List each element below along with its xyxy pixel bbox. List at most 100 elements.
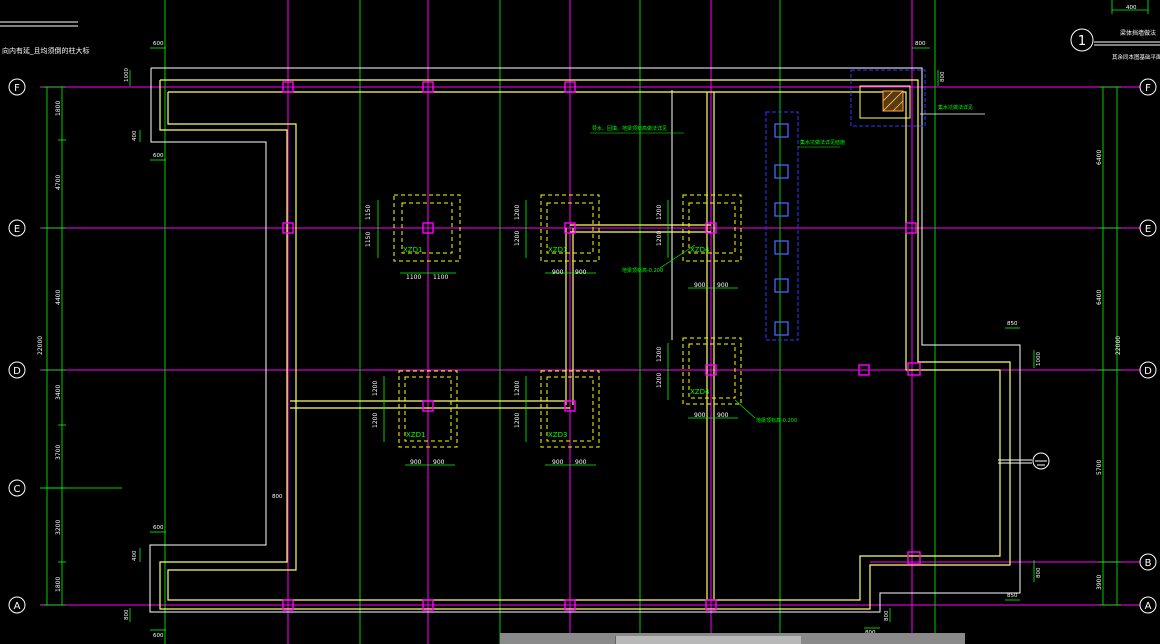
dim-text: 800 xyxy=(884,610,890,621)
dim-text: 1200 xyxy=(514,413,521,428)
dim-text: 800 xyxy=(940,71,946,82)
column xyxy=(422,222,434,234)
dim-text: 600 xyxy=(153,41,164,47)
dim-text: 900 xyxy=(717,282,729,289)
footing-inner xyxy=(546,376,594,442)
section-note: 梁体挡墙做法 xyxy=(1120,29,1156,37)
dim-text: 850 xyxy=(1007,593,1018,599)
grid-lines xyxy=(40,0,1140,644)
pit xyxy=(774,240,789,255)
footing-label: XZD4 xyxy=(690,246,710,254)
dim-text: 1200 xyxy=(514,205,521,220)
column xyxy=(905,222,917,234)
wall-outer xyxy=(159,79,1011,610)
walls xyxy=(159,79,1011,610)
footing-label: XZD1 xyxy=(406,431,425,439)
section-note: 其余同本图基础平面 xyxy=(1112,53,1160,61)
axis-label-E-right: E xyxy=(1145,224,1151,235)
annotation-note: 集水坑做法详见结施 xyxy=(800,139,845,146)
dim-seg: 3700 xyxy=(55,445,62,460)
dim-seg: 6400 xyxy=(1096,290,1103,305)
pit xyxy=(774,321,789,336)
cut-circle xyxy=(1032,452,1050,470)
footing-outer xyxy=(398,370,458,448)
axis-label-F-right: F xyxy=(1145,83,1151,94)
sump-inner xyxy=(859,85,911,119)
dim-text: 800 xyxy=(1036,567,1042,578)
pit-group-box xyxy=(765,111,799,341)
outer-boundary xyxy=(149,67,1021,613)
sump-box xyxy=(850,69,926,127)
axis-label-B-right: B xyxy=(1145,558,1152,569)
axis-label-D: D xyxy=(13,366,21,377)
column xyxy=(282,81,294,93)
dim-seg: 3400 xyxy=(55,385,62,400)
annotation-note: 导水、回填、地梁顶标高做法详见 xyxy=(592,125,667,132)
footing-inner xyxy=(401,202,453,254)
axis-bubble xyxy=(8,596,26,614)
green-reference-lines xyxy=(40,0,936,644)
beam-leader xyxy=(659,244,696,269)
dim-seg: 5700 xyxy=(1096,460,1103,475)
dim-text: 1200 xyxy=(656,373,663,388)
dim-text: 900 xyxy=(410,459,422,466)
dim-text: 900 xyxy=(575,269,587,276)
section-number: 1 xyxy=(1078,34,1086,49)
beam-note: 地梁顶标高-0.200 xyxy=(622,267,663,274)
dim-seg: 3900 xyxy=(1096,575,1103,590)
axis-label-D-right: D xyxy=(1144,366,1152,377)
dim-text: 1000 xyxy=(124,68,130,82)
axis-label-E: E xyxy=(14,224,20,235)
section-mark: 1 梁体挡墙做法 其余同本图基础平面 400 xyxy=(1070,0,1160,61)
footing-labels: XZD1 XZD1 XZD1 XZD4 XZD1 XZD3 XZD4 xyxy=(403,246,710,439)
column xyxy=(282,222,294,234)
column xyxy=(858,364,870,376)
dim-seg: 4400 xyxy=(55,290,62,305)
footing-outer xyxy=(540,194,600,262)
section-circle xyxy=(1070,28,1094,52)
beam-leader xyxy=(734,399,756,419)
dim-text: 1200 xyxy=(656,347,663,362)
axis-bubble xyxy=(8,479,26,497)
dim-seg: 1800 xyxy=(55,101,62,116)
dim-text: 900 xyxy=(694,282,706,289)
axis-bubble xyxy=(8,78,26,96)
footing-inner xyxy=(688,202,736,254)
dim-text: 600 xyxy=(153,633,164,639)
dim-text: 1200 xyxy=(656,205,663,220)
column xyxy=(705,364,717,376)
hatch-line xyxy=(882,90,904,112)
dim-text: 900 xyxy=(552,459,564,466)
dim-text: 800 xyxy=(915,41,926,47)
axis-bubble xyxy=(1139,596,1157,614)
axis-bubbles-right xyxy=(1139,78,1157,614)
pit xyxy=(774,164,789,179)
axis-bubble xyxy=(1139,78,1157,96)
beam-note: 地梁顶标高-0.200 xyxy=(756,417,797,424)
title-text: 向内有延_且均须倒的柱大标 xyxy=(2,46,90,55)
axis-label-C: C xyxy=(14,484,21,495)
column xyxy=(422,599,434,611)
outline-main xyxy=(149,67,1021,613)
footings xyxy=(393,194,742,448)
pit xyxy=(774,202,789,217)
axis-labels: F E D C A F E D B A xyxy=(13,83,1152,612)
dim-seg: 4700 xyxy=(55,175,62,190)
column xyxy=(705,222,717,234)
footing-label: XZD1 xyxy=(403,246,422,254)
axis-label-A: A xyxy=(14,601,21,612)
dim-text: 1200 xyxy=(514,231,521,246)
left-dim-texts: 22000 1800 4700 4400 3400 3700 3200 1800 xyxy=(37,101,62,592)
footing-dim-texts: 1100 1100 900 900 900 900 900 900 900 90… xyxy=(365,205,729,466)
edge-dims xyxy=(129,47,1035,631)
dim-text: 1200 xyxy=(656,231,663,246)
edge-dim-texts: 600 800 600 600 600 850 850 800 800 1000… xyxy=(124,41,1042,639)
dim-text: 900 xyxy=(552,269,564,276)
dim-text: 1200 xyxy=(372,381,379,396)
dim-seg: 3200 xyxy=(55,520,62,535)
axis-label-A-right: A xyxy=(1145,601,1152,612)
annotations: 导水、回填、地梁顶标高做法详见 集水坑做法详见结施 地梁顶标高-0.200 地梁… xyxy=(590,125,845,424)
top-right-dim-text: 400 xyxy=(1126,5,1137,11)
title-block: 向内有延_且均须倒的柱大标 xyxy=(0,21,90,55)
hatch-line xyxy=(892,100,904,112)
